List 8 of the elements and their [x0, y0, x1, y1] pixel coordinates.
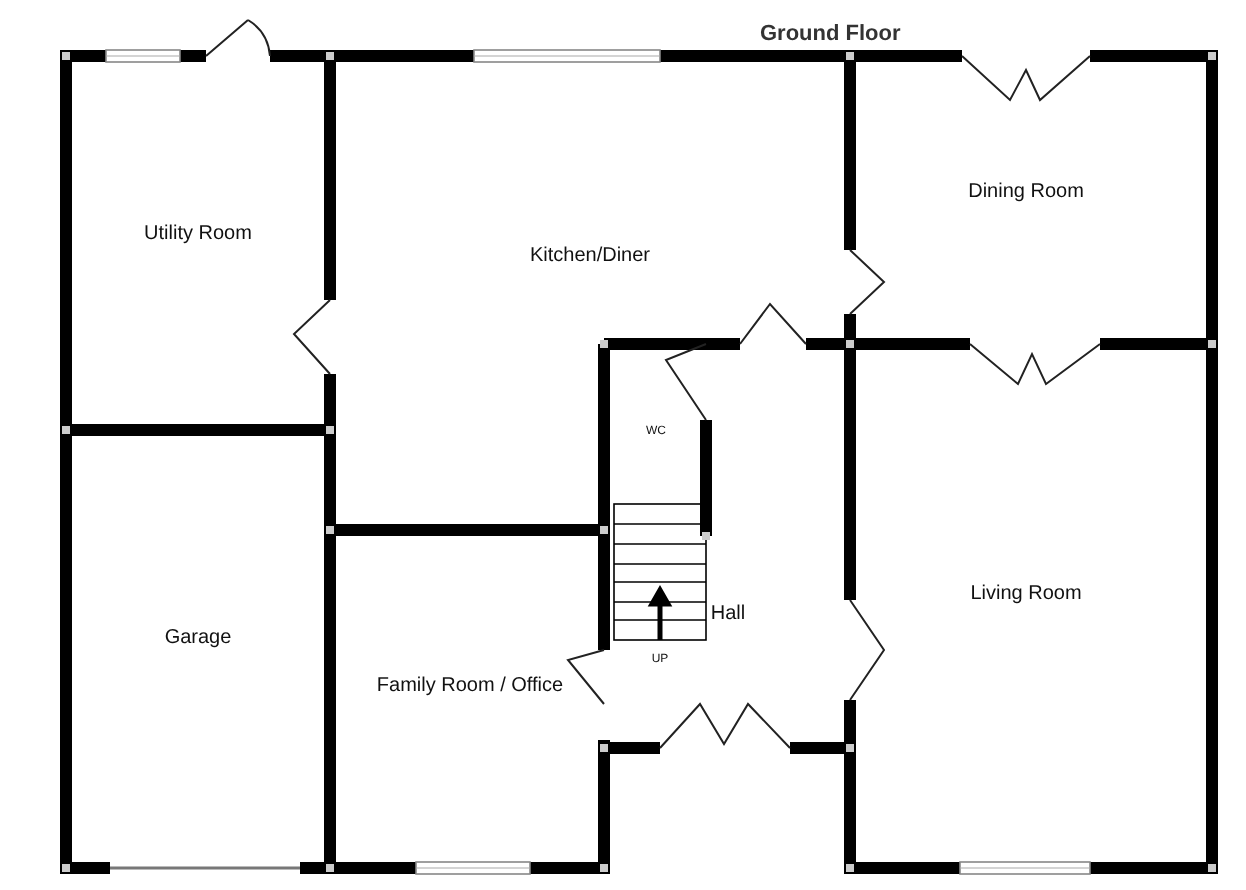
room-label: Living Room [970, 583, 1082, 605]
room-label: Utility Room [144, 223, 252, 245]
room-label: Dining Room [968, 181, 1084, 203]
room-label: Kitchen/Diner [529, 245, 651, 267]
room-label: Garage [164, 627, 232, 649]
room-label: Family Room / Office [376, 675, 564, 697]
floor-title: Ground Floor [760, 22, 901, 46]
room-label: Hall [710, 603, 746, 625]
